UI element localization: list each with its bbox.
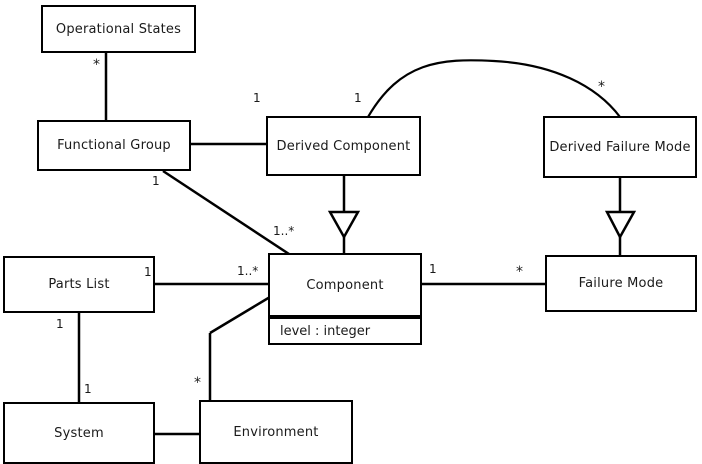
multiplicity-functional-group-component-source: 1 <box>152 174 160 188</box>
multiplicity-parts-list-component-target: 1..* <box>237 264 259 278</box>
multiplicity-derived-component-derived-failure-mode-target: * <box>598 79 605 95</box>
uml-class-parts-list[interactable]: Parts List <box>3 256 155 313</box>
class-name-parts-list: Parts List <box>48 277 110 292</box>
uml-class-operational-states[interactable]: Operational States <box>41 5 196 53</box>
multiplicity-derived-component-derived-failure-mode-source: 1 <box>354 91 362 105</box>
uml-class-functional-group[interactable]: Functional Group <box>37 120 191 171</box>
multiplicity-parts-list-system-source: 1 <box>56 317 64 331</box>
uml-class-derived-component[interactable]: Derived Component <box>266 116 421 176</box>
class-name-component: Component <box>306 277 384 293</box>
uml-class-failure-mode[interactable]: Failure Mode <box>545 255 697 312</box>
generalization-triangle-failure-mode <box>604 210 637 240</box>
edge-derived-component-derived-failure-mode <box>367 59 621 118</box>
edge-environment-component-diagonal <box>209 295 271 335</box>
class-name-derived-component: Derived Component <box>276 138 411 154</box>
edge-functional-group-component <box>162 169 293 258</box>
multiplicity-parts-list-component-source: 1 <box>144 265 152 279</box>
uml-compartment-component-attributes[interactable]: level : integer <box>268 317 422 345</box>
generalization-triangle-component <box>327 210 361 240</box>
class-name-environment: Environment <box>233 424 319 440</box>
class-name-system: System <box>54 425 104 441</box>
multiplicity-component-failure-mode-source: 1 <box>429 262 437 276</box>
uml-class-derived-failure-mode[interactable]: Derived Failure Mode <box>543 116 697 178</box>
multiplicity-environment-component: * <box>194 375 201 391</box>
class-name-derived-failure-mode: Derived Failure Mode <box>549 139 691 155</box>
class-name-failure-mode: Failure Mode <box>578 276 664 291</box>
multiplicity-operational-states-functional-group: * <box>93 57 100 73</box>
multiplicity-parts-list-system-target: 1 <box>84 382 92 396</box>
multiplicity-functional-group-component-target: 1..* <box>273 224 295 238</box>
class-name-operational-states: Operational States <box>55 21 182 37</box>
multiplicity-functional-group-derived-component: 1 <box>253 91 261 105</box>
uml-class-component[interactable]: Component <box>268 253 422 317</box>
class-name-functional-group: Functional Group <box>57 138 171 153</box>
multiplicity-component-failure-mode-target: * <box>516 264 523 280</box>
uml-class-environment[interactable]: Environment <box>199 400 353 464</box>
uml-class-system[interactable]: System <box>3 402 155 464</box>
class-attribute-component-level: level : integer <box>280 323 371 339</box>
